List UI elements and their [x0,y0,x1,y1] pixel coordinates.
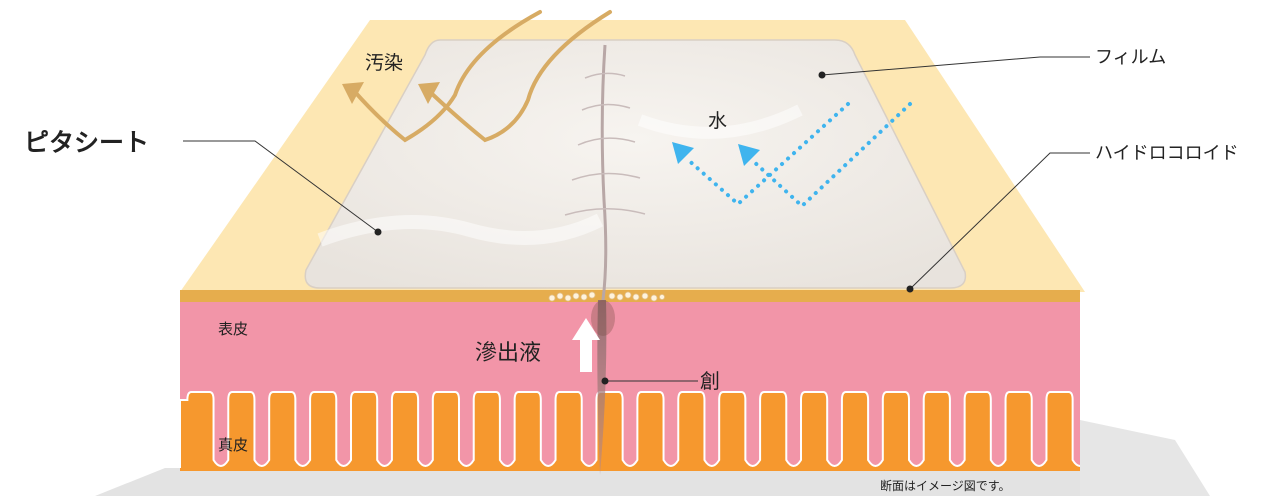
leader-film [821,56,1090,76]
base-shadow-right [1080,420,1210,496]
leader-pita-sheet [183,140,379,233]
label-hydrocolloid: ハイドロコロイド [1095,143,1239,164]
contamination-arrow-icon [353,10,612,143]
exudate-up-arrow-icon [572,318,600,372]
suture-marks [564,72,646,216]
label-dermis: 真皮 [218,436,248,454]
note-text: 断面はイメージ図です。 [880,478,1011,493]
wound-cut [597,300,607,475]
exudate-particles [548,291,665,302]
label-water: 水 [708,110,727,132]
label-exudate: 滲出液 [475,341,541,366]
label-film: フィルム [1095,47,1166,68]
wound-line-top [600,44,608,301]
label-pita-sheet: ピタシート [24,128,149,157]
label-contamination: 汚染 [365,52,403,74]
base-shadow [95,468,1180,496]
label-epidermis: 表皮 [218,320,248,338]
dermis-layer [180,391,1080,470]
leader-hydrocolloid [909,152,1090,290]
water-arrow-icon [684,102,912,209]
label-wound: 創 [700,369,720,393]
